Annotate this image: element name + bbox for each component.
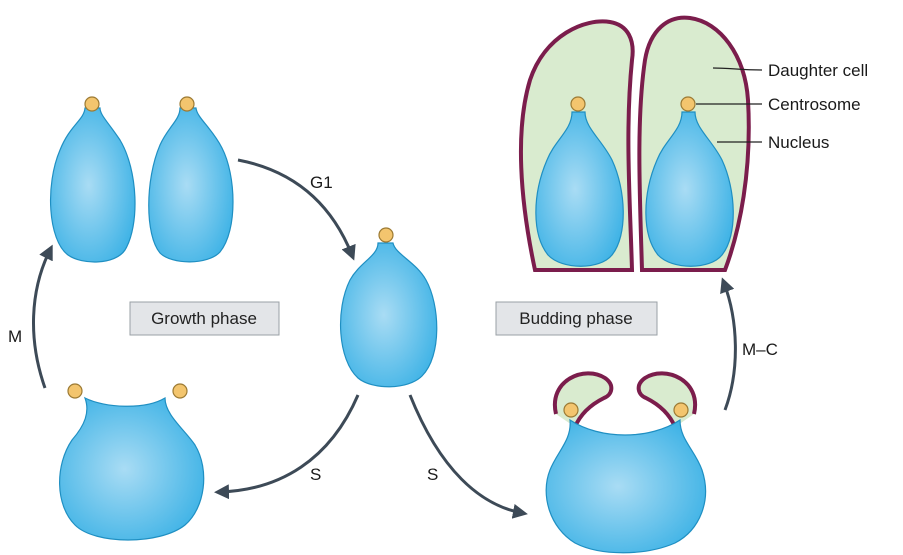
arrow-g1 <box>238 160 352 255</box>
daughter-cells-mature <box>521 18 749 270</box>
nucleus-shape <box>341 243 437 387</box>
daughter-bud <box>555 373 611 427</box>
budding-phase-label: Budding phase <box>519 309 632 328</box>
label-centrosome: Centrosome <box>768 95 861 114</box>
label-daughter-cell: Daughter cell <box>768 61 868 80</box>
arrow-m-c <box>724 283 735 410</box>
label-g1: G1 <box>310 173 333 192</box>
label-m-c: M–C <box>742 340 778 359</box>
centrosome-dot <box>85 97 99 111</box>
centrosome-dot <box>68 384 82 398</box>
label-s-left: S <box>310 465 321 484</box>
nucleus-shape <box>546 420 705 553</box>
budding-phase-box: Budding phase <box>496 302 657 335</box>
arrow-s-right <box>410 395 522 513</box>
centrosome-dot <box>564 403 578 417</box>
growth-phase-label: Growth phase <box>151 309 257 328</box>
nucleus-shape <box>60 398 204 540</box>
centrosome-dot <box>681 97 695 111</box>
growth-phase-box: Growth phase <box>130 302 279 335</box>
daughter-bud <box>639 373 695 427</box>
nucleus-budding-start <box>546 373 705 552</box>
centrosome-dot <box>180 97 194 111</box>
nucleus-single-g1 <box>341 228 437 387</box>
label-m: M <box>8 327 22 346</box>
nucleus-pair-top-left <box>51 97 233 262</box>
nucleus-s-phase-left <box>60 384 204 540</box>
arrow-m <box>34 250 50 388</box>
nucleus-shape <box>51 108 135 262</box>
arrow-s-left <box>220 395 358 492</box>
centrosome-dot <box>571 97 585 111</box>
nucleus-shape <box>149 108 233 262</box>
centrosome-dot <box>674 403 688 417</box>
centrosome-dot <box>173 384 187 398</box>
centrosome-dot <box>379 228 393 242</box>
label-s-right: S <box>427 465 438 484</box>
label-nucleus: Nucleus <box>768 133 829 152</box>
